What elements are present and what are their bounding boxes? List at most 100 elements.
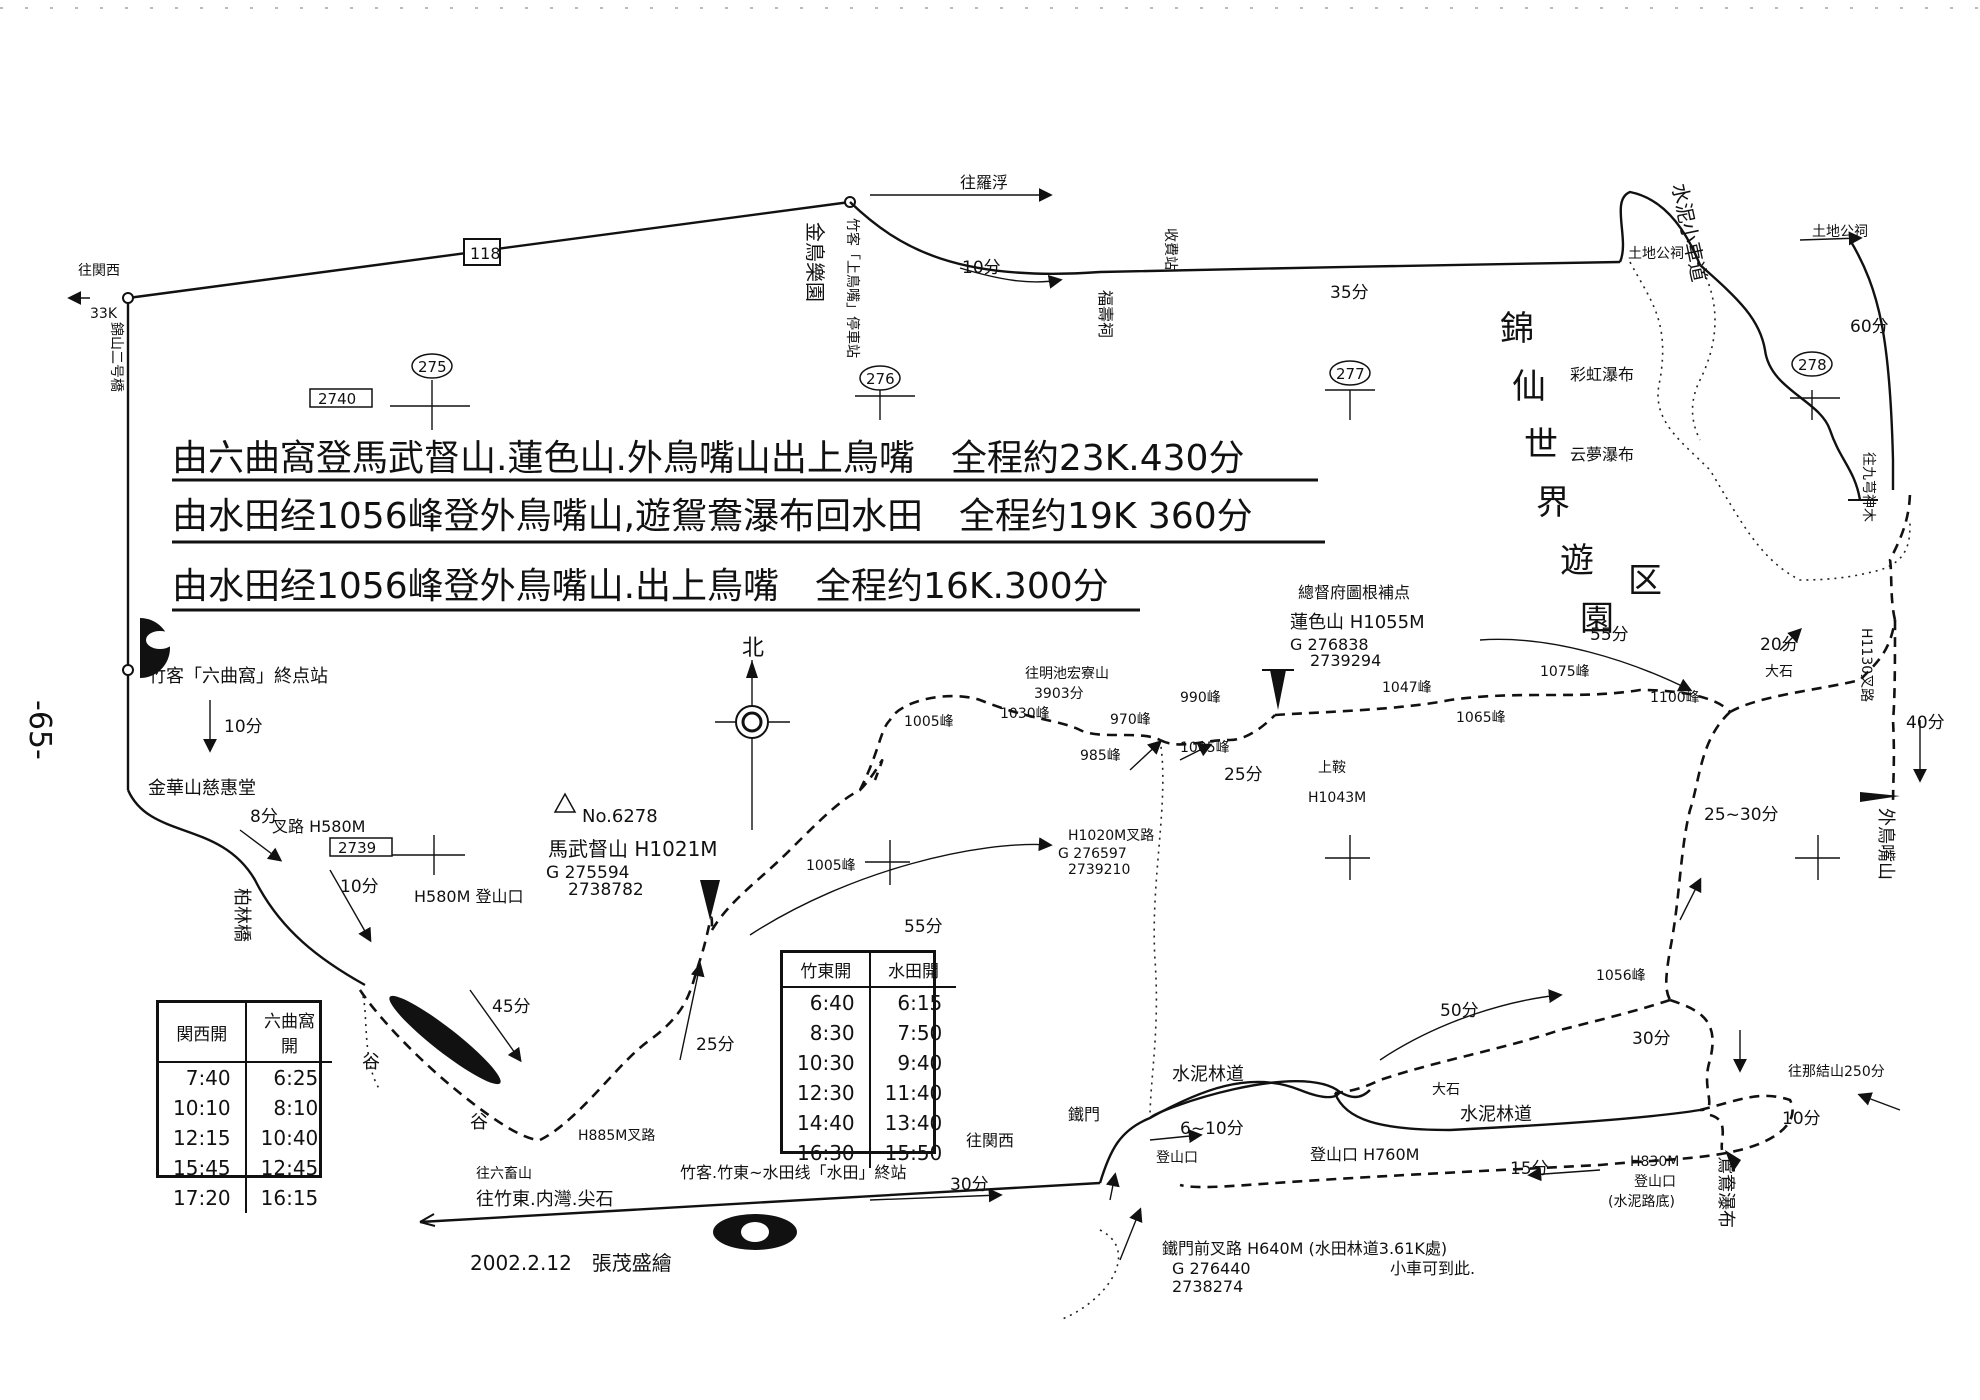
label-shangle: 上鞍 <box>1318 760 1346 776</box>
grid-label-2739: 2739 <box>338 839 376 857</box>
label-to-luofu: 往羅浮 <box>960 173 1008 192</box>
label-cement-forest1: 水泥林道 <box>1172 1064 1244 1085</box>
road-number-label: 118 <box>470 244 501 263</box>
summit-marker-waiNiaozui <box>1860 792 1900 802</box>
label-peak1065: 1065峰 <box>1456 710 1506 726</box>
label-peak-3903: 3903分 <box>1034 686 1084 702</box>
label-tudigong1: 土地公祠 <box>1628 246 1684 262</box>
label-valley2: 谷 <box>470 1112 488 1133</box>
time-35: 35分 <box>1330 283 1369 303</box>
time-60: 60分 <box>1850 317 1889 337</box>
trail-east-ridge <box>1888 489 1912 621</box>
grid-label-2740: 2740 <box>318 390 356 408</box>
route-title-3: 由水田经1056峰登外鳥嘴山.出上鳥嘴 全程约16K.300分 <box>172 566 1109 607</box>
schedule2-header-2: 水田開 <box>868 953 957 988</box>
label-h1020-g2: 2739210 <box>1068 862 1130 878</box>
label-tiemen-junction: 鐵門前叉路 H640M (水田林道3.61K處) <box>1162 1239 1447 1258</box>
label-peak1005b: 1005峰 <box>904 714 954 730</box>
time-25a: 25分 <box>696 1035 735 1055</box>
time-45: 45分 <box>492 997 531 1017</box>
trail-to-lianse <box>1159 714 1276 746</box>
svg-text:区: 区 <box>1628 561 1662 601</box>
schedule1-header-2: 六曲窩開 <box>244 1003 333 1063</box>
reservoir <box>389 995 501 1085</box>
time-30b: 30分 <box>950 1175 989 1195</box>
summit-marker-lianse <box>1262 669 1294 710</box>
trail-mawudu-to-1005 <box>710 758 884 931</box>
label-33k: 33K <box>90 306 118 322</box>
road-to-bolin <box>126 789 366 987</box>
grid-cross-2739 <box>380 835 465 875</box>
cement-forest-road-1 <box>1149 1080 1371 1119</box>
label-jinhua: 金華山慈惠堂 <box>148 778 256 799</box>
trail-1005-ridge <box>858 694 1161 791</box>
label-liuquwo-stop: 竹客「六曲窩」終点站 <box>148 666 328 687</box>
label-trailhead-580: H580M 登山口 <box>414 887 523 906</box>
grid-label-276: 276 <box>866 370 895 388</box>
label-peak985: 985峰 <box>1080 748 1121 764</box>
time-15: 15分 <box>1510 1159 1549 1179</box>
label-yuanyang: 鴛鴦瀑布 <box>1715 1156 1736 1228</box>
label-trailhead-w: 登山口 <box>1156 1150 1198 1166</box>
grid-label-277: 277 <box>1336 365 1365 383</box>
eye-marker-left <box>140 618 174 678</box>
label-lianse-g1: G 276838 <box>1290 635 1369 654</box>
road-to-shoufei <box>849 201 1621 276</box>
svg-text:錦: 錦 <box>1500 309 1534 349</box>
trail-yuanyang-branch <box>1709 1113 1725 1151</box>
route-title-2: 由水田经1056峰登外鳥嘴山,遊鴛鴦瀑布回水田 全程约19K 360分 <box>172 496 1253 537</box>
label-jinshan-road: 錦山二号橋 <box>108 322 125 392</box>
trail-h1130-to-waiNiaozui <box>1891 619 1897 806</box>
page-number: -65- <box>22 700 57 760</box>
label-valley: 谷 <box>362 1052 380 1073</box>
label-large-rock: 大石 <box>1765 664 1793 680</box>
grid-label-275: 275 <box>418 358 447 376</box>
time-30a: 30分 <box>1632 1029 1671 1049</box>
label-shangniaozui-stop: 竹客「上鳥嘴」停車站 <box>844 218 861 358</box>
label-h885: H885M叉路 <box>578 1128 655 1144</box>
road-tudigong-east <box>1848 239 1895 490</box>
label-yunmeng: 云夢瀑布 <box>1570 445 1634 464</box>
label-h1130: H1130叉路 <box>1858 628 1874 702</box>
label-waiNiaozui: 外鳥嘴山 <box>1875 808 1896 880</box>
label-peak990: 990峰 <box>1180 690 1221 706</box>
summit-marker-mawudu <box>700 880 720 920</box>
cement-forest-road-2 <box>1333 1092 1701 1132</box>
label-mawudu-no: No.6278 <box>582 806 658 827</box>
svg-text:遊: 遊 <box>1560 541 1594 581</box>
label-to-mingtan: 往明池宏寮山 <box>1025 665 1109 682</box>
trail-1100-to-h1130 <box>1729 619 1897 714</box>
falls-marker-yuanyang <box>1725 1150 1741 1172</box>
trail-forest-loop <box>1179 1094 1794 1189</box>
time-8: 8分 <box>250 807 278 827</box>
label-peak1030: 1030峰 <box>1000 706 1050 722</box>
trail-1056-to-yuanyang <box>1669 998 1714 1112</box>
time-10c: 10分 <box>340 877 379 897</box>
label-tiemen-g2: 2738274 <box>1172 1277 1243 1296</box>
grid-cross-mid <box>865 840 910 885</box>
park-boundary <box>1629 261 1911 581</box>
time-20: 20分 <box>1760 635 1799 655</box>
time-10d: 10分 <box>1782 1109 1821 1129</box>
label-guanxi: 往関西 <box>78 263 120 279</box>
label-fushou: 福壽祠 <box>1096 290 1115 338</box>
time-40: 40分 <box>1906 713 1945 733</box>
grid-cross-mid3 <box>1795 835 1840 880</box>
park-boundary-2 <box>1691 264 1716 441</box>
time-55a: 55分 <box>904 917 943 937</box>
svg-text:仙: 仙 <box>1512 367 1546 407</box>
label-tudigong2: 土地公祠 <box>1812 224 1868 240</box>
label-h1020: H1020M叉路 <box>1068 828 1154 844</box>
label-tiemen-g1: G 276440 <box>1172 1259 1251 1278</box>
label-junction-580: 叉路 H580M <box>272 817 365 836</box>
eye-marker-bottom <box>713 1214 797 1250</box>
dotted-path-1 <box>1149 739 1164 1119</box>
schedule1-header-1: 関西開 <box>159 1003 246 1063</box>
label-jinniao: 金鳥樂園 <box>803 222 827 302</box>
